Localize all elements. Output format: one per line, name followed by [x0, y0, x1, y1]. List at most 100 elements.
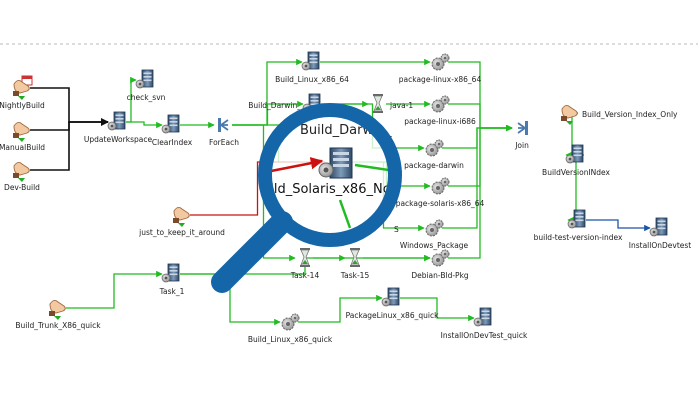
node-pkglinuxquick[interactable]: PackageLinux_x86_quick	[346, 287, 439, 320]
server-icon	[135, 69, 154, 89]
server-icon	[161, 263, 180, 283]
magnified-edge-green-down	[338, 199, 352, 229]
edge-buildtestversionindex-to-installondevtest	[586, 219, 651, 232]
magnifier-rim	[258, 103, 402, 247]
node-checksvn[interactable]: check_svn	[127, 69, 166, 102]
node-clearindex[interactable]: ClearIndex	[152, 114, 193, 147]
hourglass-icon	[373, 94, 383, 113]
node-label: Build_Linux_x86_64	[275, 75, 349, 84]
magnified-edge-red	[265, 157, 324, 174]
node-installquick[interactable]: InstallOnDevTest_quick	[441, 307, 528, 340]
magnifier-handle	[211, 211, 293, 293]
node-label: package-darwin	[404, 161, 464, 170]
node-label: just_to_keep_it_around	[138, 228, 225, 237]
node-label: BuildVersionINdex	[542, 168, 610, 177]
node-label: ClearIndex	[152, 138, 193, 147]
server-icon	[649, 217, 668, 237]
node-label: NightlyBuild	[0, 101, 45, 110]
node-label: InstallOnDevTest_quick	[441, 331, 528, 340]
node-manualbuild[interactable]: ManualBuild	[0, 121, 45, 152]
node-label: InstallOnDevtest	[629, 241, 692, 250]
node-windowspkg[interactable]: Windows_Package	[400, 219, 469, 250]
node-label: java-1	[389, 101, 413, 110]
edge-devbuild-to-updateworkspace	[30, 118, 109, 171]
node-label: UpdateWorkspace	[84, 135, 153, 144]
node-updateworkspace[interactable]: UpdateWorkspace	[84, 111, 153, 144]
hand-trigger-icon	[173, 206, 190, 227]
node-label: ManualBuild	[0, 143, 45, 152]
node-buildversionindexonly[interactable]: Build_Version_Index_Only	[561, 104, 678, 125]
gear-icon	[281, 313, 300, 331]
hourglass-icon	[350, 248, 360, 267]
server-icon	[565, 144, 584, 164]
node-label: Join	[514, 141, 529, 150]
node-nightlybuild[interactable]: NightlyBuild	[0, 75, 45, 110]
hand-trigger-icon	[13, 161, 30, 182]
node-partial[interactable]: S	[394, 225, 399, 234]
node-installondevtest[interactable]: InstallOnDevtest	[629, 217, 692, 250]
gear-icon	[425, 219, 444, 237]
split-icon	[218, 118, 229, 132]
server-icon	[301, 51, 320, 71]
node-justtokeep[interactable]: just_to_keep_it_around	[138, 206, 225, 237]
hand-trigger-icon	[561, 104, 578, 125]
server-icon	[161, 114, 180, 134]
node-task15[interactable]: Task-15	[340, 248, 370, 280]
node-label: Task-15	[340, 271, 370, 280]
node-pkglinux686[interactable]: package-linux-i686	[404, 95, 476, 126]
node-label: package-solaris-x86_64	[396, 199, 485, 208]
server-icon	[381, 287, 400, 307]
hourglass-icon	[300, 248, 310, 267]
edge-updateworkspace-to-clearindex	[126, 121, 163, 129]
edge-debianpkg-to-join	[448, 124, 513, 259]
node-label: Build_Trunk_X86_quick	[15, 321, 101, 330]
node-label: Task_1	[159, 287, 185, 296]
node-label: Task-14	[290, 271, 320, 280]
node-buildtestversionindex[interactable]: build-test-version-index	[534, 209, 623, 242]
hand-trigger-icon	[49, 299, 66, 320]
node-label: Debian-Bld-Pkg	[411, 271, 469, 280]
node-java1[interactable]: java-1	[373, 94, 413, 113]
node-task1[interactable]: Task_1	[159, 263, 185, 296]
node-label: ForEach	[209, 138, 239, 147]
node-label: Build_Darwin_	[248, 101, 301, 110]
node-label: package-linux-x86_64	[399, 75, 482, 84]
edge-windowspkg-to-join	[442, 124, 513, 229]
server-icon	[567, 209, 586, 229]
node-label: Build_Version_Index_Only	[582, 110, 678, 119]
node-devbuild[interactable]: Dev-Build	[4, 161, 40, 192]
server-icon	[473, 307, 492, 327]
node-debianpkg[interactable]: Debian-Bld-Pkg	[411, 249, 469, 280]
calendar-hand-icon	[13, 75, 33, 100]
node-pkgsolaris[interactable]: package-solaris-x86_64	[396, 177, 485, 208]
node-label: S	[394, 225, 399, 234]
node-pkgdarwin[interactable]: package-darwin	[404, 139, 464, 170]
node-task14[interactable]: Task-14	[290, 248, 320, 280]
node-label: package-linux-i686	[404, 117, 476, 126]
node-foreach[interactable]: ForEach	[209, 118, 239, 147]
gear-icon	[431, 249, 450, 267]
node-pkglinux64[interactable]: package-linux-x86_64	[399, 53, 482, 84]
edge-buildlinuxquick-to-pkglinuxquick	[298, 294, 383, 323]
server-icon	[107, 111, 126, 131]
node-buildtrunk[interactable]: Build_Trunk_X86_quick	[15, 299, 101, 330]
magnified-label: uild_Solaris_x86_No	[262, 182, 391, 197]
edge-buildtrunk-to-task1	[66, 270, 163, 309]
node-label: Windows_Package	[400, 241, 469, 250]
node-buildlinux64[interactable]: Build_Linux_x86_64	[275, 51, 349, 84]
node-label: build-test-version-index	[534, 233, 623, 242]
hand-trigger-icon	[13, 121, 30, 142]
node-buildlinuxquick[interactable]: Build_Linux_x86_quick	[248, 313, 333, 344]
node-join[interactable]: Join	[514, 121, 529, 150]
edge-pkglinuxquick-to-installquick	[400, 297, 475, 322]
magnified-server-icon	[318, 147, 353, 179]
node-label: Dev-Build	[4, 183, 40, 192]
node-label: PackageLinux_x86_quick	[346, 311, 439, 320]
join-icon	[517, 121, 528, 135]
gear-icon	[431, 53, 450, 71]
gear-icon	[431, 95, 450, 113]
node-label: Build_Linux_x86_quick	[248, 335, 333, 344]
node-buildversionindex[interactable]: BuildVersionINdex	[542, 144, 611, 177]
gear-icon	[431, 177, 450, 195]
